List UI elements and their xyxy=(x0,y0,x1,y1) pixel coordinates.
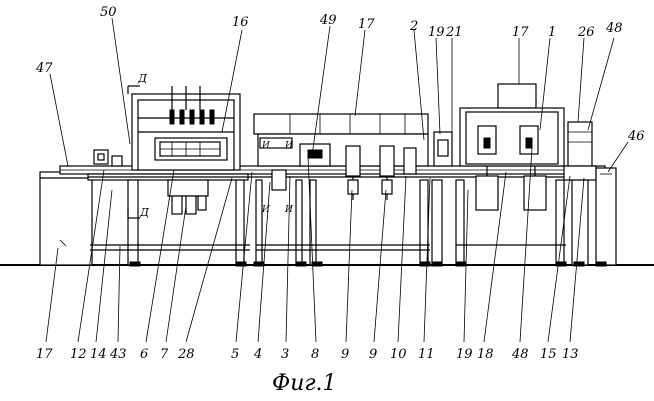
section-mark-d-top: Д xyxy=(128,72,148,94)
label-26: 26 xyxy=(577,25,595,40)
label-48-bottom: 48 xyxy=(511,347,529,362)
label-49: 49 xyxy=(319,13,337,28)
label-17-bottom: 17 xyxy=(36,347,53,362)
label-13: 13 xyxy=(562,347,579,362)
label-46: 46 xyxy=(627,129,645,144)
section-mark-i-2: И xyxy=(284,141,293,151)
label-7: 7 xyxy=(160,347,169,362)
label-6: 6 xyxy=(140,347,148,362)
label-43: 43 xyxy=(109,347,127,362)
label-5: 5 xyxy=(231,347,239,362)
label-48-top: 48 xyxy=(605,21,623,36)
section-mark-i-4: И xyxy=(284,205,293,215)
press-station-frame xyxy=(254,114,428,166)
svg-text:Д: Д xyxy=(139,206,150,219)
label-14: 14 xyxy=(90,347,107,362)
left-base-block xyxy=(40,172,92,265)
label-8: 8 xyxy=(311,347,319,362)
label-9-left: 9 xyxy=(341,347,349,362)
label-18: 18 xyxy=(477,347,494,362)
label-4: 4 xyxy=(253,347,262,362)
label-11: 11 xyxy=(418,347,435,362)
label-17-top-right: 17 xyxy=(512,25,529,40)
label-9-right: 9 xyxy=(369,347,377,362)
left-clamp-12 xyxy=(94,150,122,166)
side-panels-19-21 xyxy=(432,132,452,265)
label-2: 2 xyxy=(409,19,418,34)
right-unit-26-48 xyxy=(564,122,596,265)
label-10: 10 xyxy=(390,347,407,362)
capping-station-legs xyxy=(456,180,566,265)
figure-caption: Фиг.1 xyxy=(272,371,337,396)
label-3: 3 xyxy=(281,347,289,362)
label-21: 21 xyxy=(445,25,463,40)
label-47: 47 xyxy=(35,61,53,76)
label-1: 1 xyxy=(548,25,556,40)
capping-station-frame xyxy=(460,84,564,166)
label-17-top-left: 17 xyxy=(358,17,375,32)
section-mark-i-3: И xyxy=(261,205,270,215)
label-12: 12 xyxy=(70,347,87,362)
label-19-bottom: 19 xyxy=(456,347,473,362)
right-end-block-46 xyxy=(596,168,616,265)
label-16: 16 xyxy=(232,15,249,30)
label-28: 28 xyxy=(177,347,195,362)
svg-text:Д: Д xyxy=(137,72,148,85)
label-15: 15 xyxy=(540,347,557,362)
section-mark-i-1: И xyxy=(261,141,270,151)
label-19-top: 19 xyxy=(428,25,445,40)
label-50: 50 xyxy=(100,5,117,20)
